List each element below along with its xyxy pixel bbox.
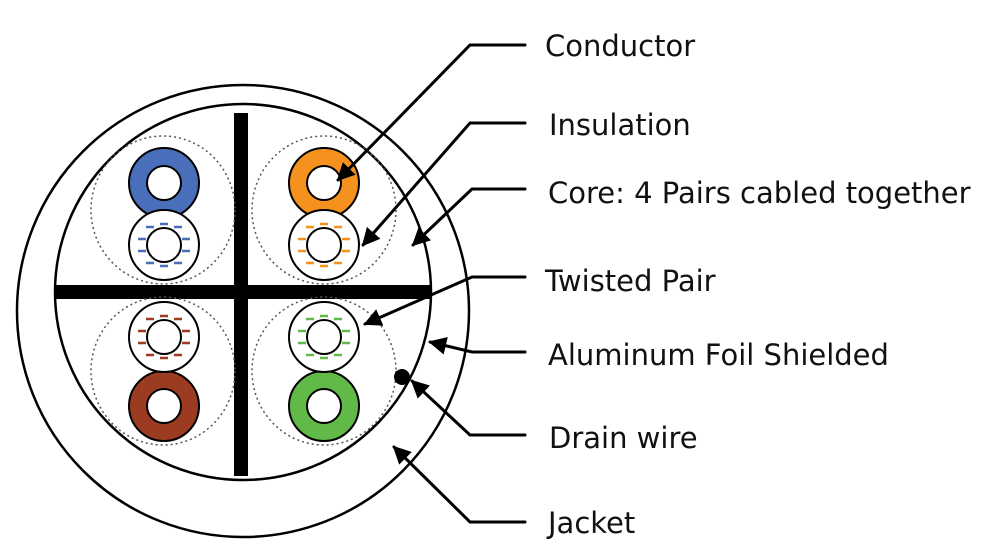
pair-outline-bottom-right <box>251 296 397 446</box>
label-jacket: Jacket <box>546 506 635 540</box>
solid-wire-blue-core <box>146 165 182 201</box>
leader-foil <box>428 336 527 355</box>
label-core: Core: 4 Pairs cabled together <box>548 176 971 210</box>
label-drain: Drain wire <box>549 421 698 455</box>
striped-wires <box>128 209 360 373</box>
label-twisted-pair: Twisted Pair <box>544 264 716 298</box>
solid-wire-green-core <box>306 388 342 424</box>
label-insulation: Insulation <box>549 108 691 142</box>
drain-wire-dot <box>394 369 410 385</box>
separator-horizontal <box>56 285 430 299</box>
striped-wire-core <box>306 227 342 263</box>
label-foil: Aluminum Foil Shielded <box>548 338 889 372</box>
label-conductor: Conductor <box>545 29 695 63</box>
pair-outline-top-left <box>90 135 236 285</box>
leader-conductor <box>336 43 527 182</box>
striped-wire-core <box>146 227 182 263</box>
solid-wire-orange-core <box>306 165 342 201</box>
pair-outlines <box>90 135 397 446</box>
leader-lines <box>336 43 527 524</box>
pair-outline-top-right <box>251 135 397 285</box>
pair-outline-bottom-left <box>90 296 236 446</box>
solid-wire-brown-core <box>146 388 182 424</box>
leader-jacket <box>392 445 527 524</box>
leader-drain <box>410 379 527 437</box>
leader-core <box>411 187 527 247</box>
solid-wires <box>128 147 360 442</box>
leader-twisted-pair <box>363 275 527 326</box>
leader-insulation <box>361 121 527 247</box>
striped-wire-core <box>306 319 342 355</box>
striped-wire-core <box>146 319 182 355</box>
